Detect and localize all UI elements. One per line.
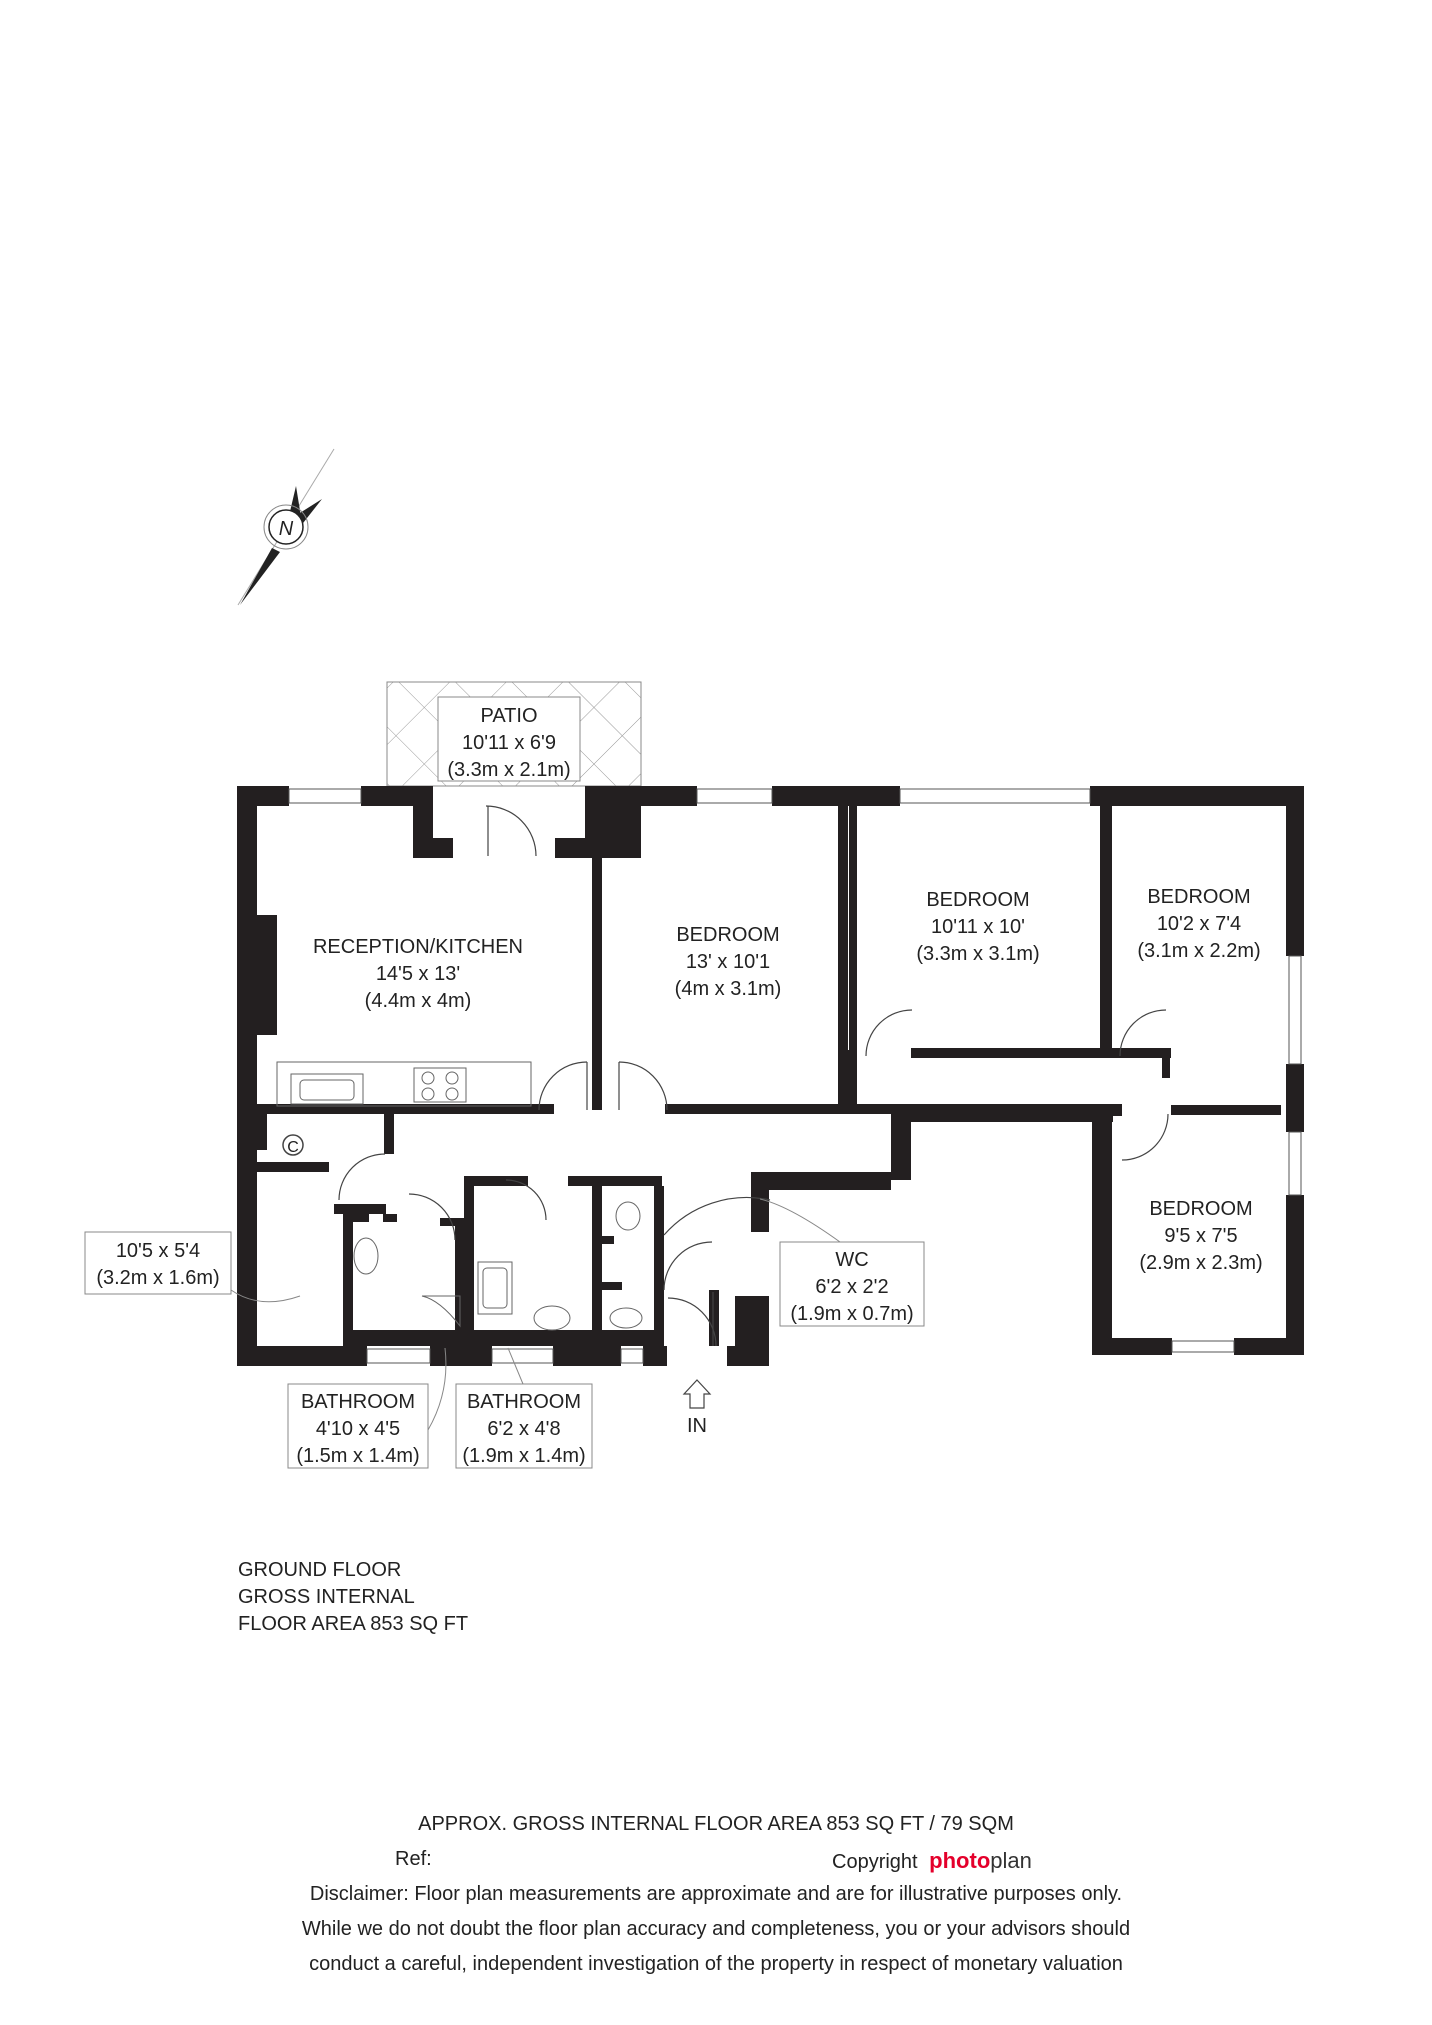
bathroom-2-label: BATHROOM 6'2 x 4'8 (1.9m x 1.4m) [462, 1391, 585, 1467]
copyright: Copyright photoplan [832, 1848, 1032, 1874]
svg-text:BEDROOM: BEDROOM [1149, 1198, 1252, 1220]
svg-text:(1.9m x 0.7m): (1.9m x 0.7m) [790, 1303, 913, 1325]
windows [288, 788, 1302, 1364]
summary-line-2: GROSS INTERNAL [238, 1586, 415, 1608]
copyright-label: Copyright [832, 1851, 918, 1873]
svg-text:6'2 x 2'2: 6'2 x 2'2 [815, 1276, 888, 1298]
wc-label: WC 6'2 x 2'2 (1.9m x 0.7m) [790, 1249, 913, 1325]
svg-text:(1.9m x 1.4m): (1.9m x 1.4m) [462, 1445, 585, 1467]
disclaimer-line-3: conduct a careful, independent investiga… [309, 1953, 1123, 1975]
svg-text:BATHROOM: BATHROOM [467, 1391, 581, 1413]
svg-text:(2.9m x 2.3m): (2.9m x 2.3m) [1139, 1252, 1262, 1274]
reception-kitchen-label: RECEPTION/KITCHEN 14'5 x 13' (4.4m x 4m) [313, 936, 523, 1012]
svg-text:(1.5m x 1.4m): (1.5m x 1.4m) [296, 1445, 419, 1467]
svg-text:(3.1m x 2.2m): (3.1m x 2.2m) [1137, 940, 1260, 962]
summary-line-1: GROUND FLOOR [238, 1559, 402, 1581]
svg-text:BATHROOM: BATHROOM [301, 1391, 415, 1413]
svg-text:6'2 x 4'8: 6'2 x 4'8 [487, 1418, 560, 1440]
svg-text:4'10 x 4'5: 4'10 x 4'5 [316, 1418, 400, 1440]
bathroom-1-label: BATHROOM 4'10 x 4'5 (1.5m x 1.4m) [296, 1391, 419, 1467]
cupboard-label: C [287, 1139, 299, 1156]
leader-lines [230, 1198, 841, 1431]
svg-text:14'5 x 13': 14'5 x 13' [376, 963, 460, 985]
disclaimer-line-1: Disclaimer: Floor plan measurements are … [309, 1883, 1123, 1905]
fixtures [276, 1061, 643, 1331]
bedroom-4-label: BEDROOM 9'5 x 7'5 (2.9m x 2.3m) [1139, 1198, 1262, 1274]
bedroom-2-label: BEDROOM 10'11 x 10' (3.3m x 3.1m) [916, 889, 1039, 965]
svg-text:10'11 x 6'9: 10'11 x 6'9 [462, 732, 556, 754]
patio-label: PATIO 10'11 x 6'9 (3.3m x 2.1m) [447, 705, 570, 781]
brand-logo-part-2: plan [990, 1848, 1032, 1873]
ref-label: Ref: [395, 1848, 432, 1870]
svg-text:RECEPTION/KITCHEN: RECEPTION/KITCHEN [313, 936, 523, 958]
bedroom-3-label: BEDROOM 10'2 x 7'4 (3.1m x 2.2m) [1137, 886, 1260, 962]
svg-text:9'5 x 7'5: 9'5 x 7'5 [1164, 1225, 1237, 1247]
entrance-arrow-icon [682, 1379, 712, 1409]
svg-text:(4.4m x 4m): (4.4m x 4m) [365, 990, 472, 1012]
doors [338, 805, 1169, 1347]
svg-text:(3.2m x 1.6m): (3.2m x 1.6m) [96, 1267, 219, 1289]
svg-text:(3.3m x 3.1m): (3.3m x 3.1m) [916, 943, 1039, 965]
summary-line-3: FLOOR AREA 853 SQ FT [238, 1613, 469, 1635]
svg-text:WC: WC [835, 1249, 868, 1271]
svg-text:10'11 x 10': 10'11 x 10' [931, 916, 1025, 938]
bedroom-1-label: BEDROOM 13' x 10'1 (4m x 3.1m) [675, 924, 782, 1000]
cupboard-symbol: C [282, 1134, 304, 1156]
brand-logo: photoplan [929, 1848, 1032, 1873]
svg-text:BEDROOM: BEDROOM [1147, 886, 1250, 908]
svg-text:BEDROOM: BEDROOM [926, 889, 1029, 911]
svg-text:10'5 x 5'4: 10'5 x 5'4 [116, 1240, 200, 1262]
compass-icon: N [237, 448, 335, 606]
compass-n-label: N [279, 518, 294, 540]
svg-text:(3.3m x 2.1m): (3.3m x 2.1m) [447, 759, 570, 781]
svg-text:13' x 10'1: 13' x 10'1 [686, 951, 770, 973]
label-boxes [84, 696, 925, 1469]
svg-text:PATIO: PATIO [480, 705, 537, 727]
hall-label: 10'5 x 5'4 (3.2m x 1.6m) [96, 1240, 219, 1289]
walls [237, 786, 1304, 1366]
brand-logo-part-1: photo [929, 1848, 991, 1873]
area-statement: APPROX. GROSS INTERNAL FLOOR AREA 853 SQ… [418, 1813, 1014, 1835]
svg-text:BEDROOM: BEDROOM [676, 924, 779, 946]
entrance-label: IN [687, 1415, 707, 1437]
svg-text:10'2 x 7'4: 10'2 x 7'4 [1157, 913, 1241, 935]
floor-summary: GROUND FLOOR GROSS INTERNAL FLOOR AREA 8… [238, 1557, 468, 1638]
svg-text:(4m x 3.1m): (4m x 3.1m) [675, 978, 782, 1000]
disclaimer-line-2: While we do not doubt the floor plan acc… [301, 1918, 1131, 1940]
